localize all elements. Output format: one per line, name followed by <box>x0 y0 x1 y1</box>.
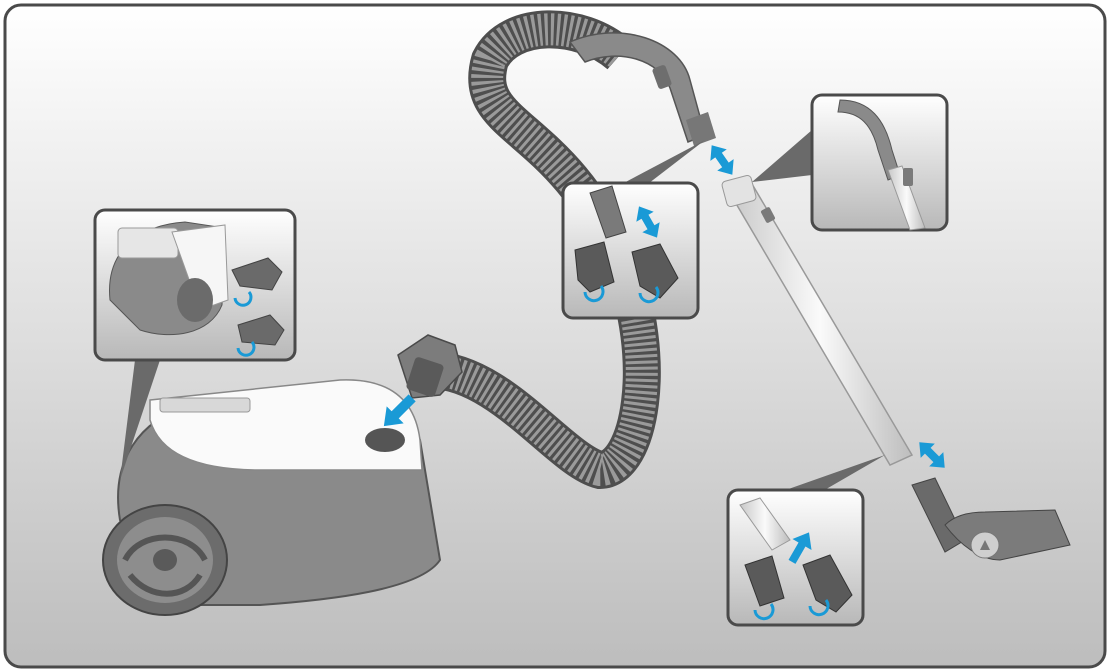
floor-nozzle <box>911 477 1071 561</box>
extension-tube <box>721 174 914 466</box>
hose-handle <box>568 32 716 146</box>
inset-body-port <box>93 208 297 480</box>
inset-nozzle-connector <box>726 455 885 627</box>
push-arrow-icon <box>383 394 416 427</box>
inset-tube-joint <box>752 93 949 232</box>
inset-handle-connector <box>561 140 705 320</box>
vacuum-body <box>102 379 442 616</box>
